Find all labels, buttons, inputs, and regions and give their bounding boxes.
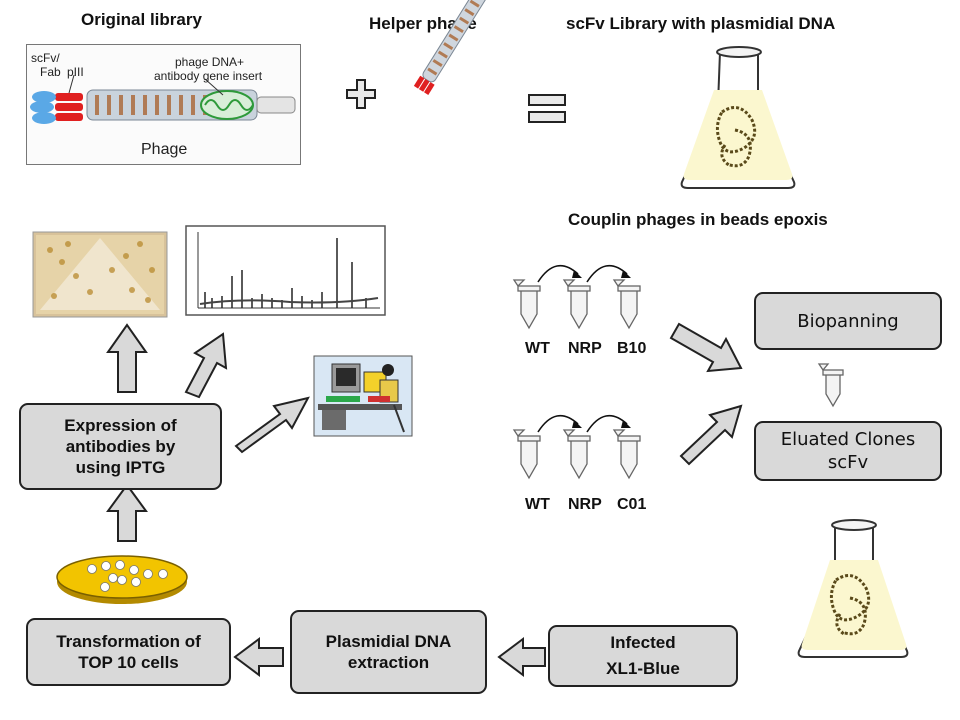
eluated-scfv-label: scFv [827,452,869,473]
tube-eluate [817,363,844,408]
arrow-up-left [106,323,148,393]
arrow-left-infected [497,637,546,677]
spectrum-image [185,225,386,316]
title-scfv-library: scFv Library with plasmidial DNA [566,14,836,33]
tube-label-c01: C01 [617,496,647,513]
arrow-left-plasmid [233,637,284,677]
expression-box: Expression of antibodies by using IPTG [19,403,222,490]
infected-line-2: XL1-Blue [606,659,680,678]
microscopy-image [32,231,168,318]
flask-bottom-icon [797,519,909,658]
label-phage-dna: phage DNA+ [175,55,245,69]
label-phage: Phage [141,141,188,158]
eluated-clones-box: Eluated Clones scFv [754,421,942,481]
arrow-up-bottom [106,483,148,542]
phage-illustration [30,74,296,124]
expression-line-3: using IPTG [75,458,166,477]
tube-wt-1 [512,279,541,330]
transformation-line-2: TOP 10 cells [78,653,179,672]
transformation-box: Transformation of TOP 10 cells [26,618,231,686]
tube-wt-2 [512,429,541,480]
label-scfv: scFv/ [31,51,60,65]
arrow-to-eluated [679,404,743,466]
tube-label-nrp-2: NRP [568,496,602,513]
title-coupling: Couplin phages in beads epoxis [568,210,828,229]
tube-label-b10: B10 [617,340,647,357]
label-antibody-gene-insert: antibody gene insert [154,69,263,83]
tube-label-wt-1: WT [525,340,550,357]
expression-line-1: Expression of [64,416,177,435]
plus-icon [346,79,376,109]
infected-line-1: Infected [610,633,676,652]
tube-b10 [612,279,641,330]
title-helper-phage: Helper phage [369,14,477,33]
computer-workstation-image [313,355,413,437]
label-piii: pIII [67,65,84,79]
phage-diagram-panel: scFv/ Fab pIII phage DNA+ antibody gene … [26,44,301,165]
arrow-to-biopanning [669,322,743,373]
biopanning-label: Biopanning [797,310,899,332]
title-original-library: Original library [81,10,202,29]
expression-line-2: antibodies by [65,437,176,456]
eluated-clones-label: Eluated Clones [780,429,916,450]
equals-icon [528,94,566,123]
transformation-line-1: Transformation of [56,632,201,651]
plasmid-line-2: extraction [347,653,430,672]
tube-label-nrp-1: NRP [568,340,602,357]
flask-top-icon [680,46,796,189]
agar-plate-icon [56,555,188,604]
infected-box: Infected XL1-Blue [548,625,738,687]
tube-c01 [612,429,641,480]
label-fab: Fab [40,65,61,79]
arrow-diag-computer [234,396,310,454]
helper-phage-illustration [413,0,488,95]
tube-nrp-2 [562,429,591,480]
tube-nrp-1 [562,279,591,330]
biopanning-box: Biopanning [754,292,942,350]
plasmid-extraction-box: Plasmidial DNA extraction [290,610,487,694]
tube-label-wt-2: WT [525,496,550,513]
plasmid-line-1: Plasmidial DNA [325,632,452,651]
arrow-diag-spectrum [184,332,228,399]
